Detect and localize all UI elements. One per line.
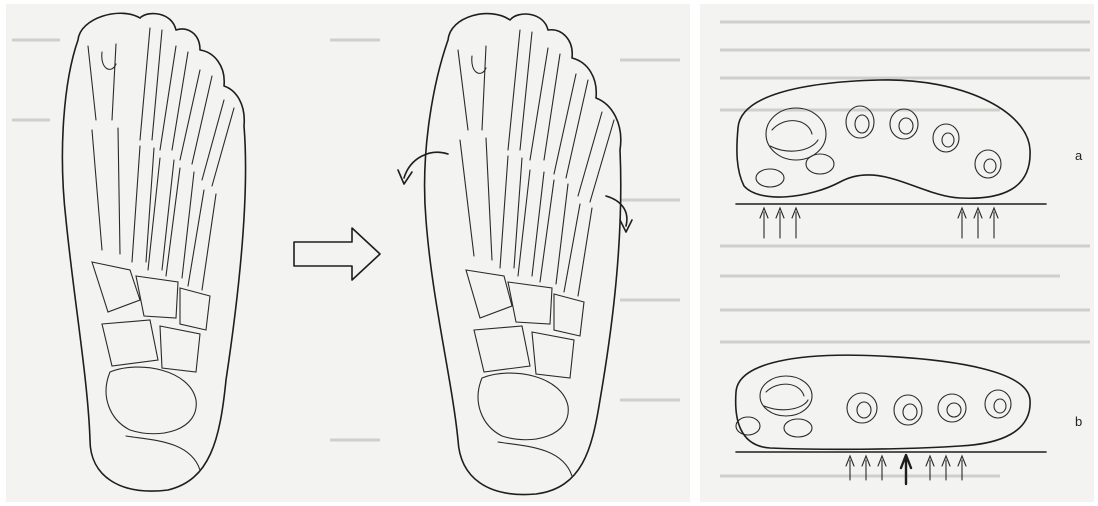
right-arrow-outline-icon	[294, 228, 380, 280]
curved-arrow-icon	[398, 152, 448, 184]
up-arrow-icon	[846, 455, 966, 484]
foot-normal	[62, 13, 245, 491]
cross-section-b	[736, 355, 1046, 484]
up-arrow-icon	[760, 208, 998, 238]
foot-splayed	[398, 14, 632, 495]
figure-label-a: a	[1075, 148, 1082, 163]
cross-section-a	[736, 80, 1046, 238]
background-text-bleed	[12, 22, 1090, 476]
figure-label-b: b	[1075, 414, 1082, 429]
